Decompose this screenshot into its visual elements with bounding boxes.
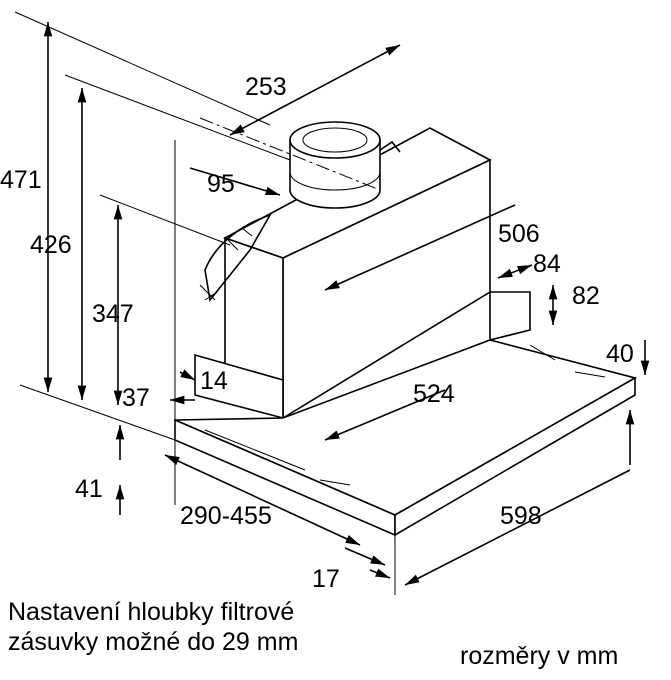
- dim-40: 40: [606, 340, 634, 368]
- dim-37: 37: [122, 384, 150, 412]
- filter-adjust-note: Nastavení hloubky filtrové zásuvky možné…: [8, 597, 298, 657]
- filter-note-line1: Nastavení hloubky filtrové: [8, 598, 295, 626]
- dim-84: 84: [533, 250, 561, 278]
- dim-14: 14: [200, 367, 228, 395]
- dim-426: 426: [30, 231, 72, 259]
- dim-506: 506: [498, 220, 540, 248]
- dim-41: 41: [75, 475, 103, 503]
- dimension-lines: [14, 11, 650, 595]
- dim-253: 253: [245, 73, 287, 101]
- dim-17: 17: [312, 565, 340, 593]
- filter-note-line2: zásuvky možné do 29 mm: [8, 628, 299, 656]
- dim-471: 471: [0, 166, 42, 194]
- dim-524: 524: [413, 380, 455, 408]
- dim-598: 598: [500, 502, 542, 530]
- dimension-labels: 253 471 95 426 506 84 82 347 40 14 37 52…: [0, 73, 634, 593]
- dim-347: 347: [92, 300, 134, 328]
- dim-95: 95: [207, 170, 235, 198]
- dim-290-455: 290-455: [180, 502, 272, 530]
- units-note: rozměry v mm: [460, 642, 619, 670]
- dim-82: 82: [572, 282, 600, 310]
